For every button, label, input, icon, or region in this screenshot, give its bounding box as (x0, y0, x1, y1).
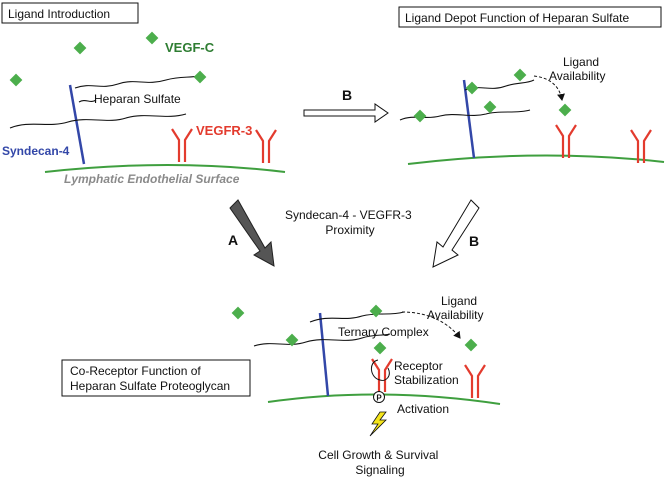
vegf-c-ligand-icon (483, 100, 497, 114)
label-activation: Activation (397, 402, 449, 416)
label-lymphatic-surface: Lymphatic Endothelial Surface (64, 172, 240, 186)
vegf-c-ligand-icon (73, 41, 87, 55)
vegfr-3-receptor-icon (629, 128, 653, 165)
lightning-icon (369, 411, 387, 437)
arrow-b-horizontal (303, 103, 389, 123)
vegfr-3-receptor-icon (170, 127, 194, 164)
stabilization-loop (371, 359, 390, 381)
label-syndecan-4: Syndecan-4 (2, 144, 70, 158)
panel-title-box (61, 359, 251, 397)
label-signaling: Cell Growth & Survival Signaling (318, 448, 441, 477)
label-vegf-c: VEGF-C (165, 40, 215, 55)
vegfr-3-receptor-icon (254, 128, 278, 165)
availability-arrow (533, 75, 565, 101)
label-proximity: Syndecan-4 - VEGFR-3 Proximity (285, 208, 415, 237)
vegf-c-ligand-icon (231, 306, 245, 320)
cell-membrane (407, 154, 665, 165)
label-vegfr-3: VEGFR-3 (196, 123, 252, 138)
transition-arrows: B A B Syndecan-4 - VEGFR-3 Proximity (228, 87, 480, 268)
vegfr-3-receptor-icon (463, 363, 487, 400)
syndecan-4-core (318, 312, 330, 397)
heparan-sulfate-chain (74, 75, 199, 89)
syndecan-4-core (462, 79, 476, 159)
arrow-a (229, 199, 275, 267)
label-ligand-availability: Ligand Availability (549, 55, 605, 83)
label-a: A (228, 232, 238, 248)
heparan-sulfate-chain (253, 333, 391, 347)
phosphate-icon (373, 391, 385, 403)
vegf-c-ligand-icon (464, 338, 478, 352)
vegf-c-ligand-icon (413, 109, 427, 123)
panel-title: Ligand Depot Function of Heparan Sulfate (405, 11, 629, 25)
availability-arrow (401, 311, 461, 339)
label-b-right: B (469, 233, 479, 249)
label-receptor-stabilization: Receptor Stabilization (394, 359, 459, 387)
label-heparan-sulfate: Heparan Sulfate (94, 92, 181, 106)
vegf-c-ligand-icon (373, 341, 387, 355)
syndecan-4-core (68, 84, 86, 165)
vegf-c-ligand-icon (513, 68, 527, 82)
panel-ligand-depot: Ligand Depot Function of Heparan Sulfate… (398, 6, 665, 165)
cell-membrane (44, 164, 286, 173)
label-ternary-complex: Ternary Complex (338, 325, 429, 339)
vegfr-3-receptor-icon (554, 123, 578, 160)
vegf-c-ligand-icon (558, 103, 572, 117)
vegf-c-ligand-icon (465, 81, 479, 95)
panel-co-receptor: Co-Receptor Function of Heparan Sulfate … (61, 294, 501, 477)
panel-title-box (398, 6, 662, 28)
vegf-c-ligand-icon (145, 31, 159, 45)
phosphate-label: P (376, 394, 382, 403)
panel-title: Ligand Introduction (8, 7, 110, 21)
vegf-c-ligand-icon (369, 304, 383, 318)
panel-title-box (1, 2, 139, 24)
vegf-c-ligand-icon (193, 70, 207, 84)
heparan-sulfate-chain (9, 113, 187, 129)
label-ligand-availability: Ligand Availability (427, 294, 483, 322)
panel-ligand-introduction: Ligand Introduction VEGF-C Heparan Sulfa… (1, 2, 286, 186)
heparan-sulfate-chain (309, 311, 405, 323)
label-b-top: B (342, 87, 352, 103)
vegf-c-ligand-icon (9, 73, 23, 87)
heparan-sulfate-chain (78, 99, 97, 103)
arrow-b-diagonal (432, 199, 480, 268)
panel-title: Co-Receptor Function of Heparan Sulfate … (70, 364, 230, 393)
